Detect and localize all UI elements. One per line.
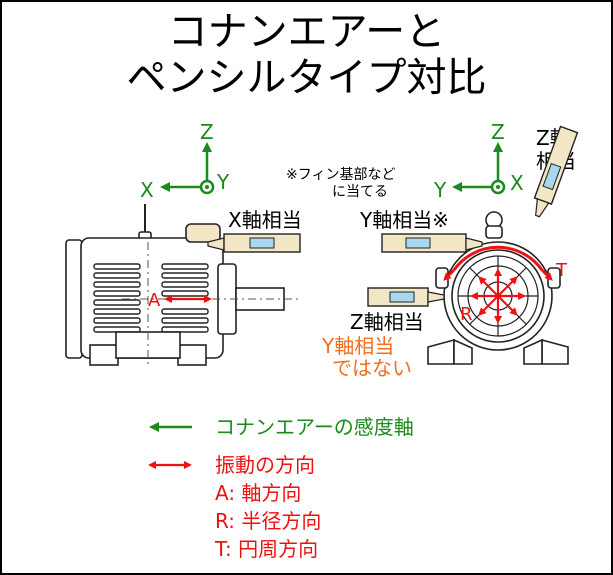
legend-radial: R: 半径方向: [215, 509, 321, 533]
not-y-label-1: Y軸相当: [321, 334, 394, 358]
left-sensor-label: X軸相当: [228, 208, 302, 232]
z-bottom-label: Z軸相当: [350, 310, 424, 334]
radial-label: R: [460, 304, 473, 325]
z-bottom-pencil-sensor: [367, 287, 445, 307]
left-fins: [93, 263, 209, 333]
title-line-2: ペンシルタイプ対比: [126, 55, 487, 101]
left-x-label: X: [140, 178, 154, 202]
radial-arrows: [470, 268, 526, 324]
legend-circumferential: T: 円周方向: [214, 537, 318, 561]
legend-vibration-title: 振動の方向: [215, 453, 315, 477]
z-top-pencil-sensor: [533, 125, 579, 218]
note-line-1: ※フィン基部など: [286, 166, 395, 183]
left-z-label: Z: [200, 120, 214, 144]
left-y-label: Y: [216, 170, 230, 194]
title-line-1: コナンエアーと: [167, 9, 446, 55]
not-y-label-2: ではない: [332, 356, 412, 380]
y-sensor-label: Y軸相当※: [359, 208, 449, 232]
y-pencil-sensor: [381, 233, 483, 253]
right-z-label: Z: [491, 120, 505, 144]
left-axes: Z X Y: [140, 120, 230, 202]
legend-axial: A: 軸方向: [215, 481, 301, 505]
legend-sensitive-axis: コナンエアーの感度軸: [215, 415, 414, 439]
left-motor: [65, 204, 302, 366]
left-pencil-sensor: [207, 233, 301, 253]
axial-label: A: [148, 290, 161, 311]
right-axes: Z X Y: [433, 120, 524, 202]
tangential-arc: [452, 245, 544, 271]
right-y-label: Y: [433, 178, 447, 202]
note-line-2: に当てる: [332, 184, 388, 200]
right-x-label: X: [510, 171, 524, 195]
tangential-label: T: [555, 260, 568, 281]
